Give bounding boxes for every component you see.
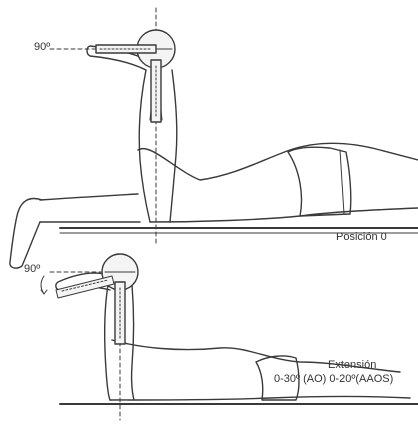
bottom-thigh-lower-outline xyxy=(110,397,410,401)
top-shin-back xyxy=(170,70,177,222)
top-shorts xyxy=(288,147,351,216)
extension-range: 0-30º (AO) 0-20º(AAOS) xyxy=(274,374,393,385)
bottom-shin-back xyxy=(132,285,134,400)
bottom-angle-label: 90º xyxy=(24,264,40,275)
top-goniometer xyxy=(96,30,175,122)
top-flat-foot xyxy=(10,199,42,269)
bottom-angle-arrowhead xyxy=(41,290,47,294)
top-flat-leg-upper xyxy=(40,194,138,200)
bottom-figure xyxy=(41,254,418,420)
bottom-goniometer xyxy=(56,254,138,344)
top-figure xyxy=(10,8,418,268)
bottom-shin-front xyxy=(105,285,110,400)
top-angle-label: 90º xyxy=(34,42,50,53)
extension-title: Extensión xyxy=(328,360,376,371)
position-zero-label: Posición 0 xyxy=(336,232,387,243)
top-shorts-hem xyxy=(340,150,344,214)
top-thigh-lower-outline xyxy=(150,208,418,222)
top-shin-front xyxy=(139,70,150,222)
top-thigh-outline xyxy=(138,143,418,180)
